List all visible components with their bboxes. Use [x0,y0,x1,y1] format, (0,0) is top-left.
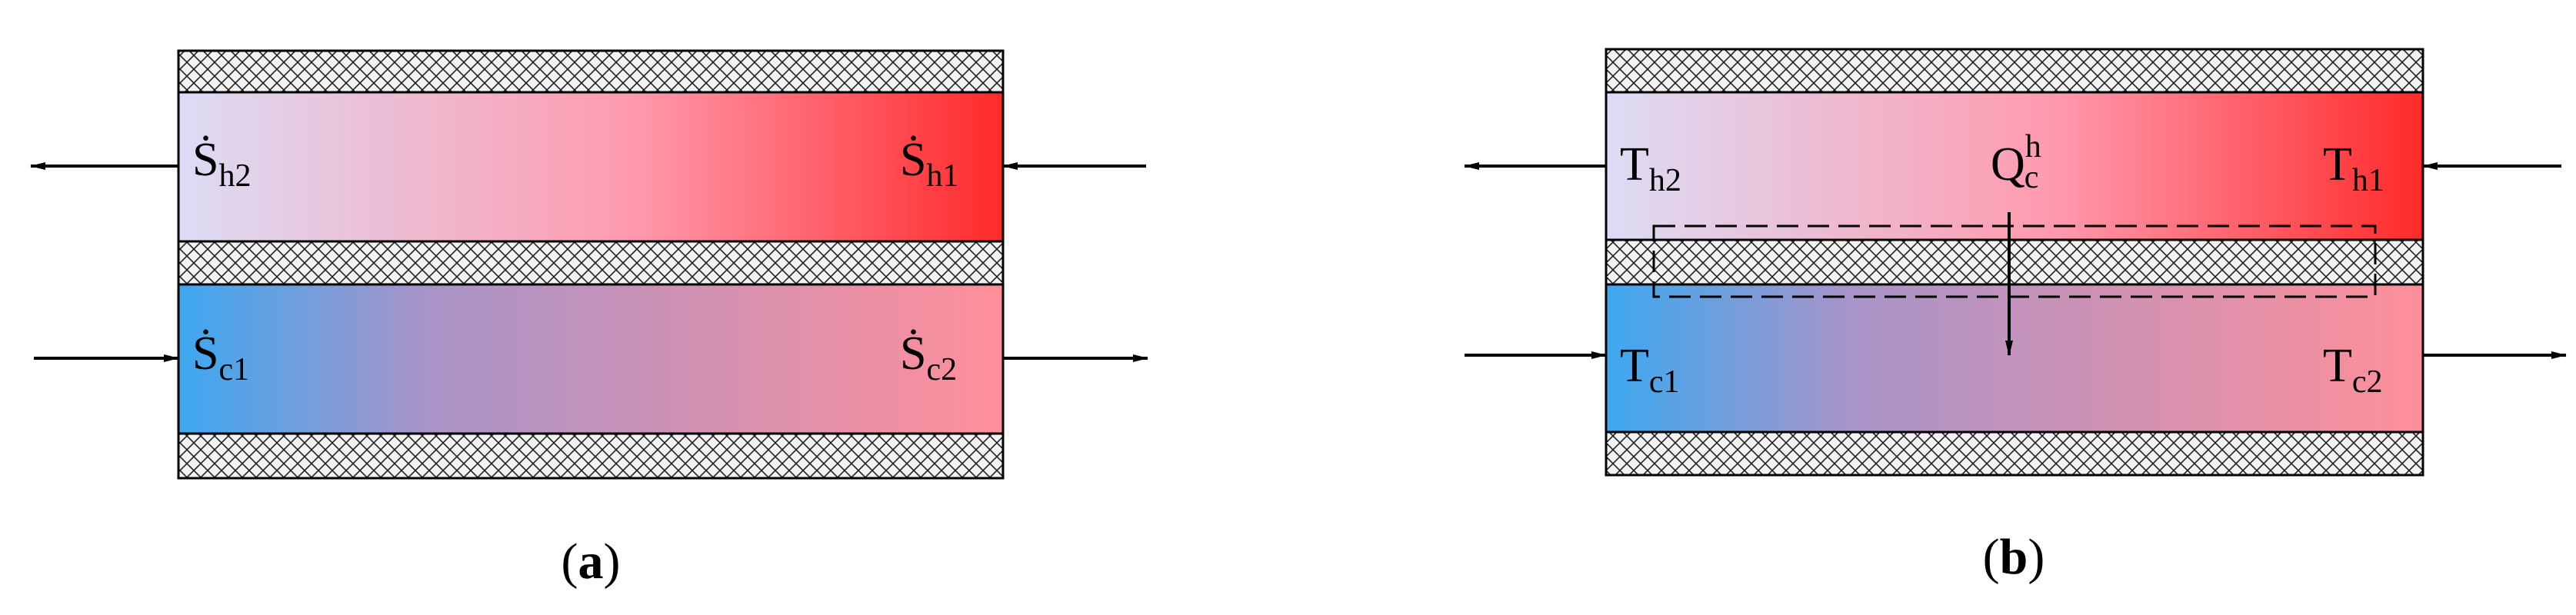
cold-fluid-channel [1605,283,2424,434]
panel-a: Ṡh2 Ṡh1 Ṡc1 Ṡc2 (a) [30,49,1148,590]
caption-a: (a) [562,534,621,590]
label-cold-outlet: Ṡc2 [900,327,957,387]
hot-fluid-channel [177,91,1005,243]
caption-b: (b) [1983,529,2045,585]
label-hot-outlet: Ṡh2 [192,134,251,194]
cold-fluid-channel [177,283,1005,435]
label-cold-inlet: Tc1 [1620,340,1680,400]
insulation-wall [177,240,1005,286]
insulation-bottom [177,432,1005,480]
insulation-bottom [1605,430,2424,477]
label-cold-outlet: Tc2 [2323,340,2383,400]
label-hot-inlet: Ṡh1 [900,134,958,194]
insulation-top [1605,48,2424,94]
control-volume-boundary [1652,224,2377,298]
insulation-wall [1605,238,2424,286]
label-hot-outlet: Th2 [1620,138,1681,198]
insulation-top [177,49,1005,94]
label-hot-inlet: Th1 [2323,138,2384,198]
label-cold-inlet: Ṡc1 [192,327,249,387]
hot-fluid-channel [1605,91,2424,241]
